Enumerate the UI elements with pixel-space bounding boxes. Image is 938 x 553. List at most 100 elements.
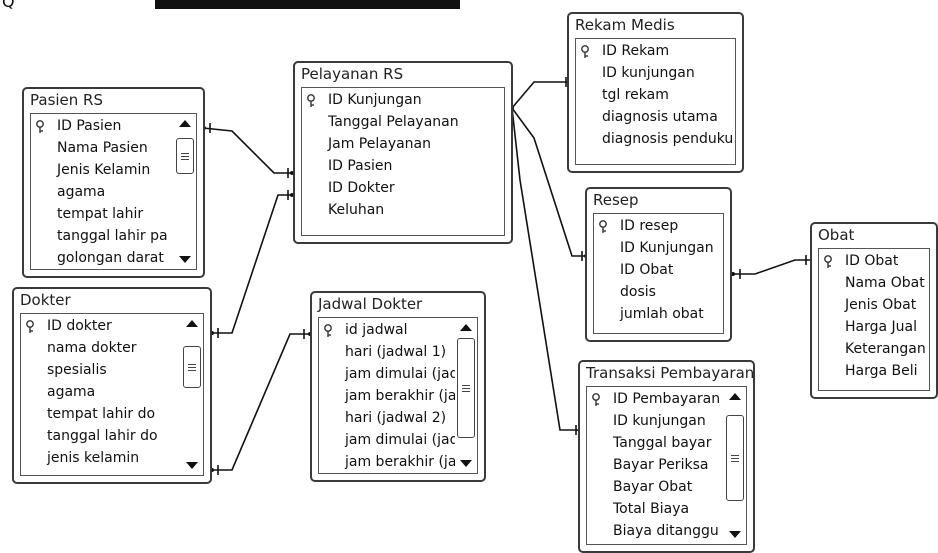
scroll-down-arrow-icon[interactable]: [729, 531, 741, 538]
field-name[interactable]: spesialis: [47, 362, 107, 378]
key-icon: [25, 320, 35, 337]
field-name[interactable]: golongan darat: [57, 250, 164, 266]
field-name[interactable]: jenis kelamin: [47, 450, 140, 466]
field-name[interactable]: nama dokter: [47, 340, 137, 356]
field-name[interactable]: jam dimulai (jad: [345, 366, 459, 382]
field-name[interactable]: ID resep: [620, 218, 679, 234]
field-name[interactable]: hari (jadwal 2): [345, 410, 447, 426]
field-name[interactable]: agama: [57, 184, 106, 200]
field-name[interactable]: Jenis Kelamin: [57, 162, 151, 178]
key-icon: [823, 255, 833, 272]
table-rekam[interactable]: Rekam Medis ID Rekam ID kunjungan tgl rekam…: [567, 12, 744, 173]
key-icon: [323, 324, 333, 341]
rel-pelayanan-rekam: [511, 81, 570, 109]
field-name[interactable]: tanggal lahir do: [47, 428, 158, 444]
field-name[interactable]: Harga Jual: [845, 319, 918, 335]
field-name[interactable]: tempat lahir do: [47, 406, 156, 422]
scroll-up-arrow-icon[interactable]: [186, 320, 198, 327]
field-name[interactable]: agama: [47, 384, 96, 400]
scroll-thumb[interactable]: [726, 415, 744, 501]
scroll-down-arrow-icon[interactable]: [460, 460, 472, 467]
field-list[interactable]: ID dokter nama dokter spesialis agama tempat…: [20, 313, 204, 476]
field-name[interactable]: Nama Pasien: [57, 140, 148, 156]
field-name[interactable]: Jam Pelayanan: [328, 136, 432, 152]
key-icon: [591, 393, 601, 410]
scroll-up-arrow-icon[interactable]: [460, 324, 472, 331]
table-title: Pelayanan RS: [301, 65, 404, 83]
field-name[interactable]: ID Kunjungan: [620, 240, 714, 256]
field-name[interactable]: id jadwal: [345, 322, 408, 338]
field-name[interactable]: ID Obat: [620, 262, 674, 278]
vertical-scrollbar[interactable]: [455, 318, 477, 473]
field-name[interactable]: diagnosis penduku: [602, 131, 734, 147]
vertical-scrollbar[interactable]: [174, 114, 196, 269]
vertical-scrollbar[interactable]: [181, 314, 203, 475]
field-name[interactable]: Tanggal bayar: [613, 435, 712, 451]
field-name[interactable]: ID dokter: [47, 318, 112, 334]
field-name[interactable]: tgl rekam: [602, 87, 669, 103]
vertical-scrollbar[interactable]: [724, 387, 746, 544]
rel-endpoint: [731, 272, 735, 276]
table-dokter[interactable]: Dokter ID dokter nama dokter spesialis agama…: [12, 287, 212, 484]
field-name[interactable]: Tanggal Pelayanan: [328, 114, 459, 130]
field-name[interactable]: ID Kunjungan: [328, 92, 422, 108]
field-name[interactable]: ID Pasien: [57, 118, 122, 134]
field-name[interactable]: Harga Beli: [845, 363, 918, 379]
field-name[interactable]: ID Pasien: [328, 158, 393, 174]
field-list[interactable]: id jadwal hari (jadwal 1) jam dimulai (jad…: [318, 317, 478, 474]
top-banner: Q: [0, 0, 938, 11]
field-name[interactable]: tanggal lahir pa: [57, 228, 168, 244]
scroll-thumb[interactable]: [176, 138, 194, 174]
scroll-thumb[interactable]: [457, 338, 475, 438]
scroll-up-arrow-icon[interactable]: [179, 120, 191, 127]
field-list[interactable]: ID resep ID Kunjungan ID Obat dosis jumlah o…: [593, 213, 724, 334]
rel-dokter-jadwal: [212, 333, 310, 471]
field-name[interactable]: hari (jadwal 1): [345, 344, 447, 360]
field-name[interactable]: Bayar Periksa: [613, 457, 709, 473]
field-name[interactable]: Nama Obat: [845, 275, 925, 291]
rel-resep-obat: [733, 259, 812, 275]
scroll-thumb[interactable]: [183, 346, 201, 388]
table-title: Transaksi Pembayaran: [586, 364, 755, 382]
field-name[interactable]: Jenis Obat: [845, 297, 917, 313]
field-name[interactable]: tempat lahir: [57, 206, 144, 222]
field-name[interactable]: Total Biaya: [613, 501, 690, 517]
scroll-down-arrow-icon[interactable]: [186, 462, 198, 469]
key-icon: [35, 120, 45, 137]
field-name[interactable]: dosis: [620, 284, 656, 300]
rel-pelayanan-resep: [511, 107, 586, 257]
field-name[interactable]: Biaya ditanggu: [613, 523, 719, 539]
table-transaksi[interactable]: Transaksi Pembayaran ID Pembayaran ID kunj…: [578, 360, 755, 553]
field-name[interactable]: ID kunjungan: [613, 413, 706, 429]
field-name[interactable]: ID Pembayaran: [613, 391, 721, 407]
field-name[interactable]: Keluhan: [328, 202, 385, 218]
field-name[interactable]: diagnosis utama: [602, 109, 718, 125]
field-name[interactable]: ID kunjungan: [602, 65, 695, 81]
scroll-down-arrow-icon[interactable]: [179, 256, 191, 263]
field-name[interactable]: Keterangan: [845, 341, 926, 357]
table-title: Rekam Medis: [575, 16, 675, 34]
field-name[interactable]: jam berakhir (ja: [345, 454, 457, 470]
field-name[interactable]: jam dimulai (jad: [345, 432, 459, 448]
field-name[interactable]: jam berakhir (ja: [345, 388, 457, 404]
field-name[interactable]: ID Obat: [845, 253, 899, 269]
rel-pelayanan-transaksi: [511, 107, 580, 431]
field-name[interactable]: jumlah obat: [620, 306, 704, 322]
table-title: Dokter: [20, 291, 71, 309]
field-name[interactable]: Bayar Obat: [613, 479, 693, 495]
scroll-up-arrow-icon[interactable]: [729, 393, 741, 400]
field-name[interactable]: ID Dokter: [328, 180, 395, 196]
field-list[interactable]: ID Rekam ID kunjungan tgl rekam diagnosis u…: [575, 38, 736, 165]
question-glyph-icon: Q: [2, 0, 15, 11]
field-name[interactable]: ID Rekam: [602, 43, 670, 59]
